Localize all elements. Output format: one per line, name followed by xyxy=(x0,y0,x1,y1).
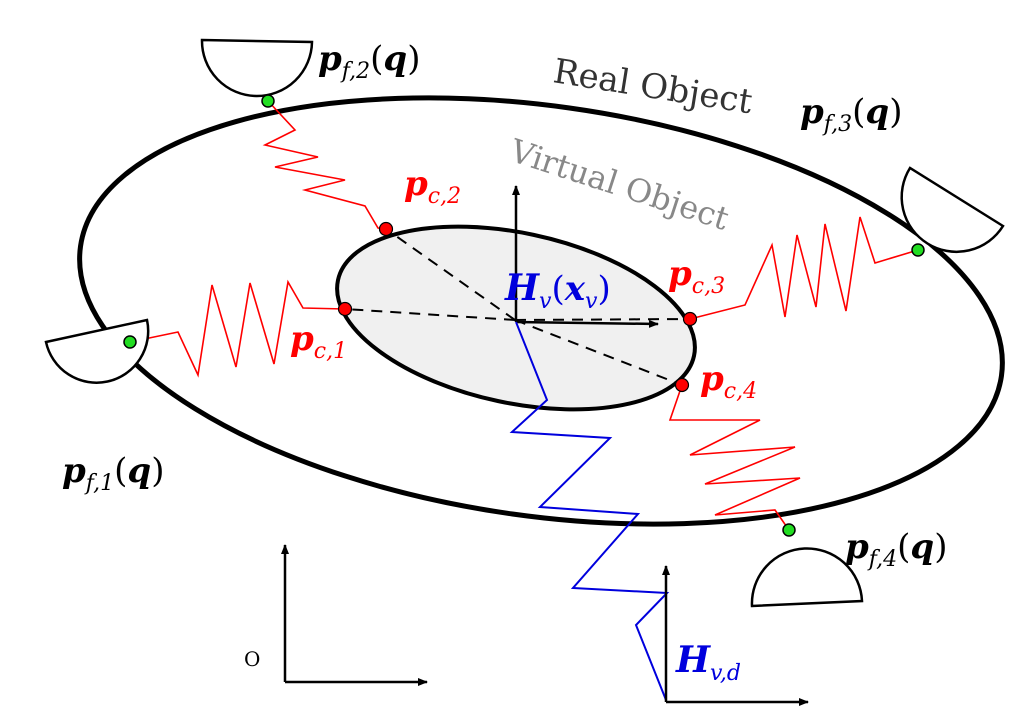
virtual-frame-axes xyxy=(512,185,659,328)
contact-label-1: pc,1 xyxy=(290,319,347,364)
contact-point-3 xyxy=(682,311,698,327)
virtual-contact-rays xyxy=(344,228,691,386)
spring-3 xyxy=(689,216,919,320)
spring-2 xyxy=(262,100,387,230)
contact-springs xyxy=(129,100,919,531)
finger-label-3: pf,3(q) xyxy=(800,92,902,137)
desired-frame-label: Hv,d xyxy=(675,639,741,686)
fingertip-2 xyxy=(200,38,314,98)
desired-frame-axes xyxy=(662,565,809,706)
finger-label-4: pf,4(q) xyxy=(845,527,947,572)
fingertip-4 xyxy=(750,547,864,608)
contact-point-4 xyxy=(674,377,690,393)
finger-point-4 xyxy=(782,523,796,537)
frame-spring xyxy=(509,321,670,701)
contact-label-3: pc,3 xyxy=(668,254,725,299)
real-object-ellipse xyxy=(77,95,1005,527)
finger-label-1: pf,1(q) xyxy=(62,451,164,496)
contact-point-1 xyxy=(337,301,353,317)
fingertips xyxy=(44,38,1005,608)
world-frame-axes xyxy=(281,544,428,686)
finger-point-2 xyxy=(261,94,275,108)
virtual-frame-label: Hv(xv) xyxy=(504,267,611,314)
fingertip-3 xyxy=(900,166,1005,254)
finger-point-1 xyxy=(123,335,137,349)
finger-point-3 xyxy=(911,243,925,257)
virtual-contact-points xyxy=(337,221,698,393)
contact-label-4: pc,4 xyxy=(700,359,757,404)
spring-4 xyxy=(668,384,801,531)
contact-point-2 xyxy=(378,221,394,237)
virtual-object-label: Virtual Object xyxy=(505,131,734,238)
finger-label-2: pf,2(q) xyxy=(318,39,420,84)
contact-label-2: pc,2 xyxy=(404,164,461,209)
spring-1 xyxy=(129,279,346,378)
finger-contact-points xyxy=(123,94,925,537)
fingertip-1 xyxy=(44,318,150,384)
origin-label: O xyxy=(244,647,260,671)
